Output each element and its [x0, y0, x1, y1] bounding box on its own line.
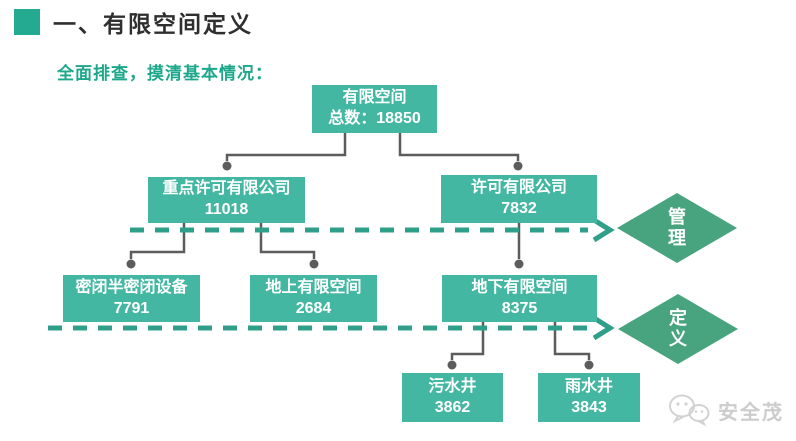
node-value: 7791 [113, 299, 150, 317]
node-key-permit-company: 重点许可有限公司 11018 [148, 177, 305, 223]
node-permit-company: 许可有限公司 7832 [441, 175, 597, 223]
node-value: 总数：18850 [328, 110, 421, 127]
node-value: 7832 [501, 200, 537, 217]
wechat-icon [669, 394, 710, 427]
node-label: 地下有限空间 [471, 278, 568, 296]
node-label: 有限空间 [342, 89, 407, 107]
node-label: 许可有限公司 [470, 179, 567, 197]
node-sewage-well: 污水井 3862 [402, 373, 503, 422]
diamond-definition: 定义 [618, 294, 738, 364]
node-label: 雨水井 [564, 377, 613, 395]
node-value: 8375 [501, 299, 538, 317]
diamond-management: 管理 [617, 193, 737, 263]
node-total: 有限空间 总数：18850 [312, 85, 437, 133]
node-value: 11018 [204, 201, 249, 218]
watermark: 安全茂 [668, 393, 784, 427]
node-rain-well: 雨水井 3843 [538, 373, 640, 422]
node-label: 地上有限空间 [265, 278, 362, 296]
node-label: 重点许可有限公司 [162, 180, 291, 198]
intro-text: 全面排查，摸清基本情况： [57, 64, 273, 83]
node-label: 密闭半密闭设备 [75, 278, 188, 296]
node-under-ground-space: 地下有限空间 8375 [442, 275, 597, 322]
node-label: 污水井 [428, 377, 477, 395]
node-value: 3862 [434, 398, 471, 416]
diamond-label: 定义 [669, 308, 687, 349]
node-value: 3843 [571, 398, 607, 416]
watermark-text: 安全茂 [718, 401, 784, 424]
node-above-ground-space: 地上有限空间 2684 [250, 275, 377, 322]
node-value: 2684 [295, 299, 332, 317]
diamond-label: 管理 [668, 207, 686, 248]
title-bullet-icon [14, 9, 40, 35]
page-title: 一、有限空间定义 [53, 11, 253, 37]
node-sealed-equipment: 密闭半密闭设备 7791 [63, 275, 200, 322]
arrowhead-management-icon [592, 217, 615, 243]
